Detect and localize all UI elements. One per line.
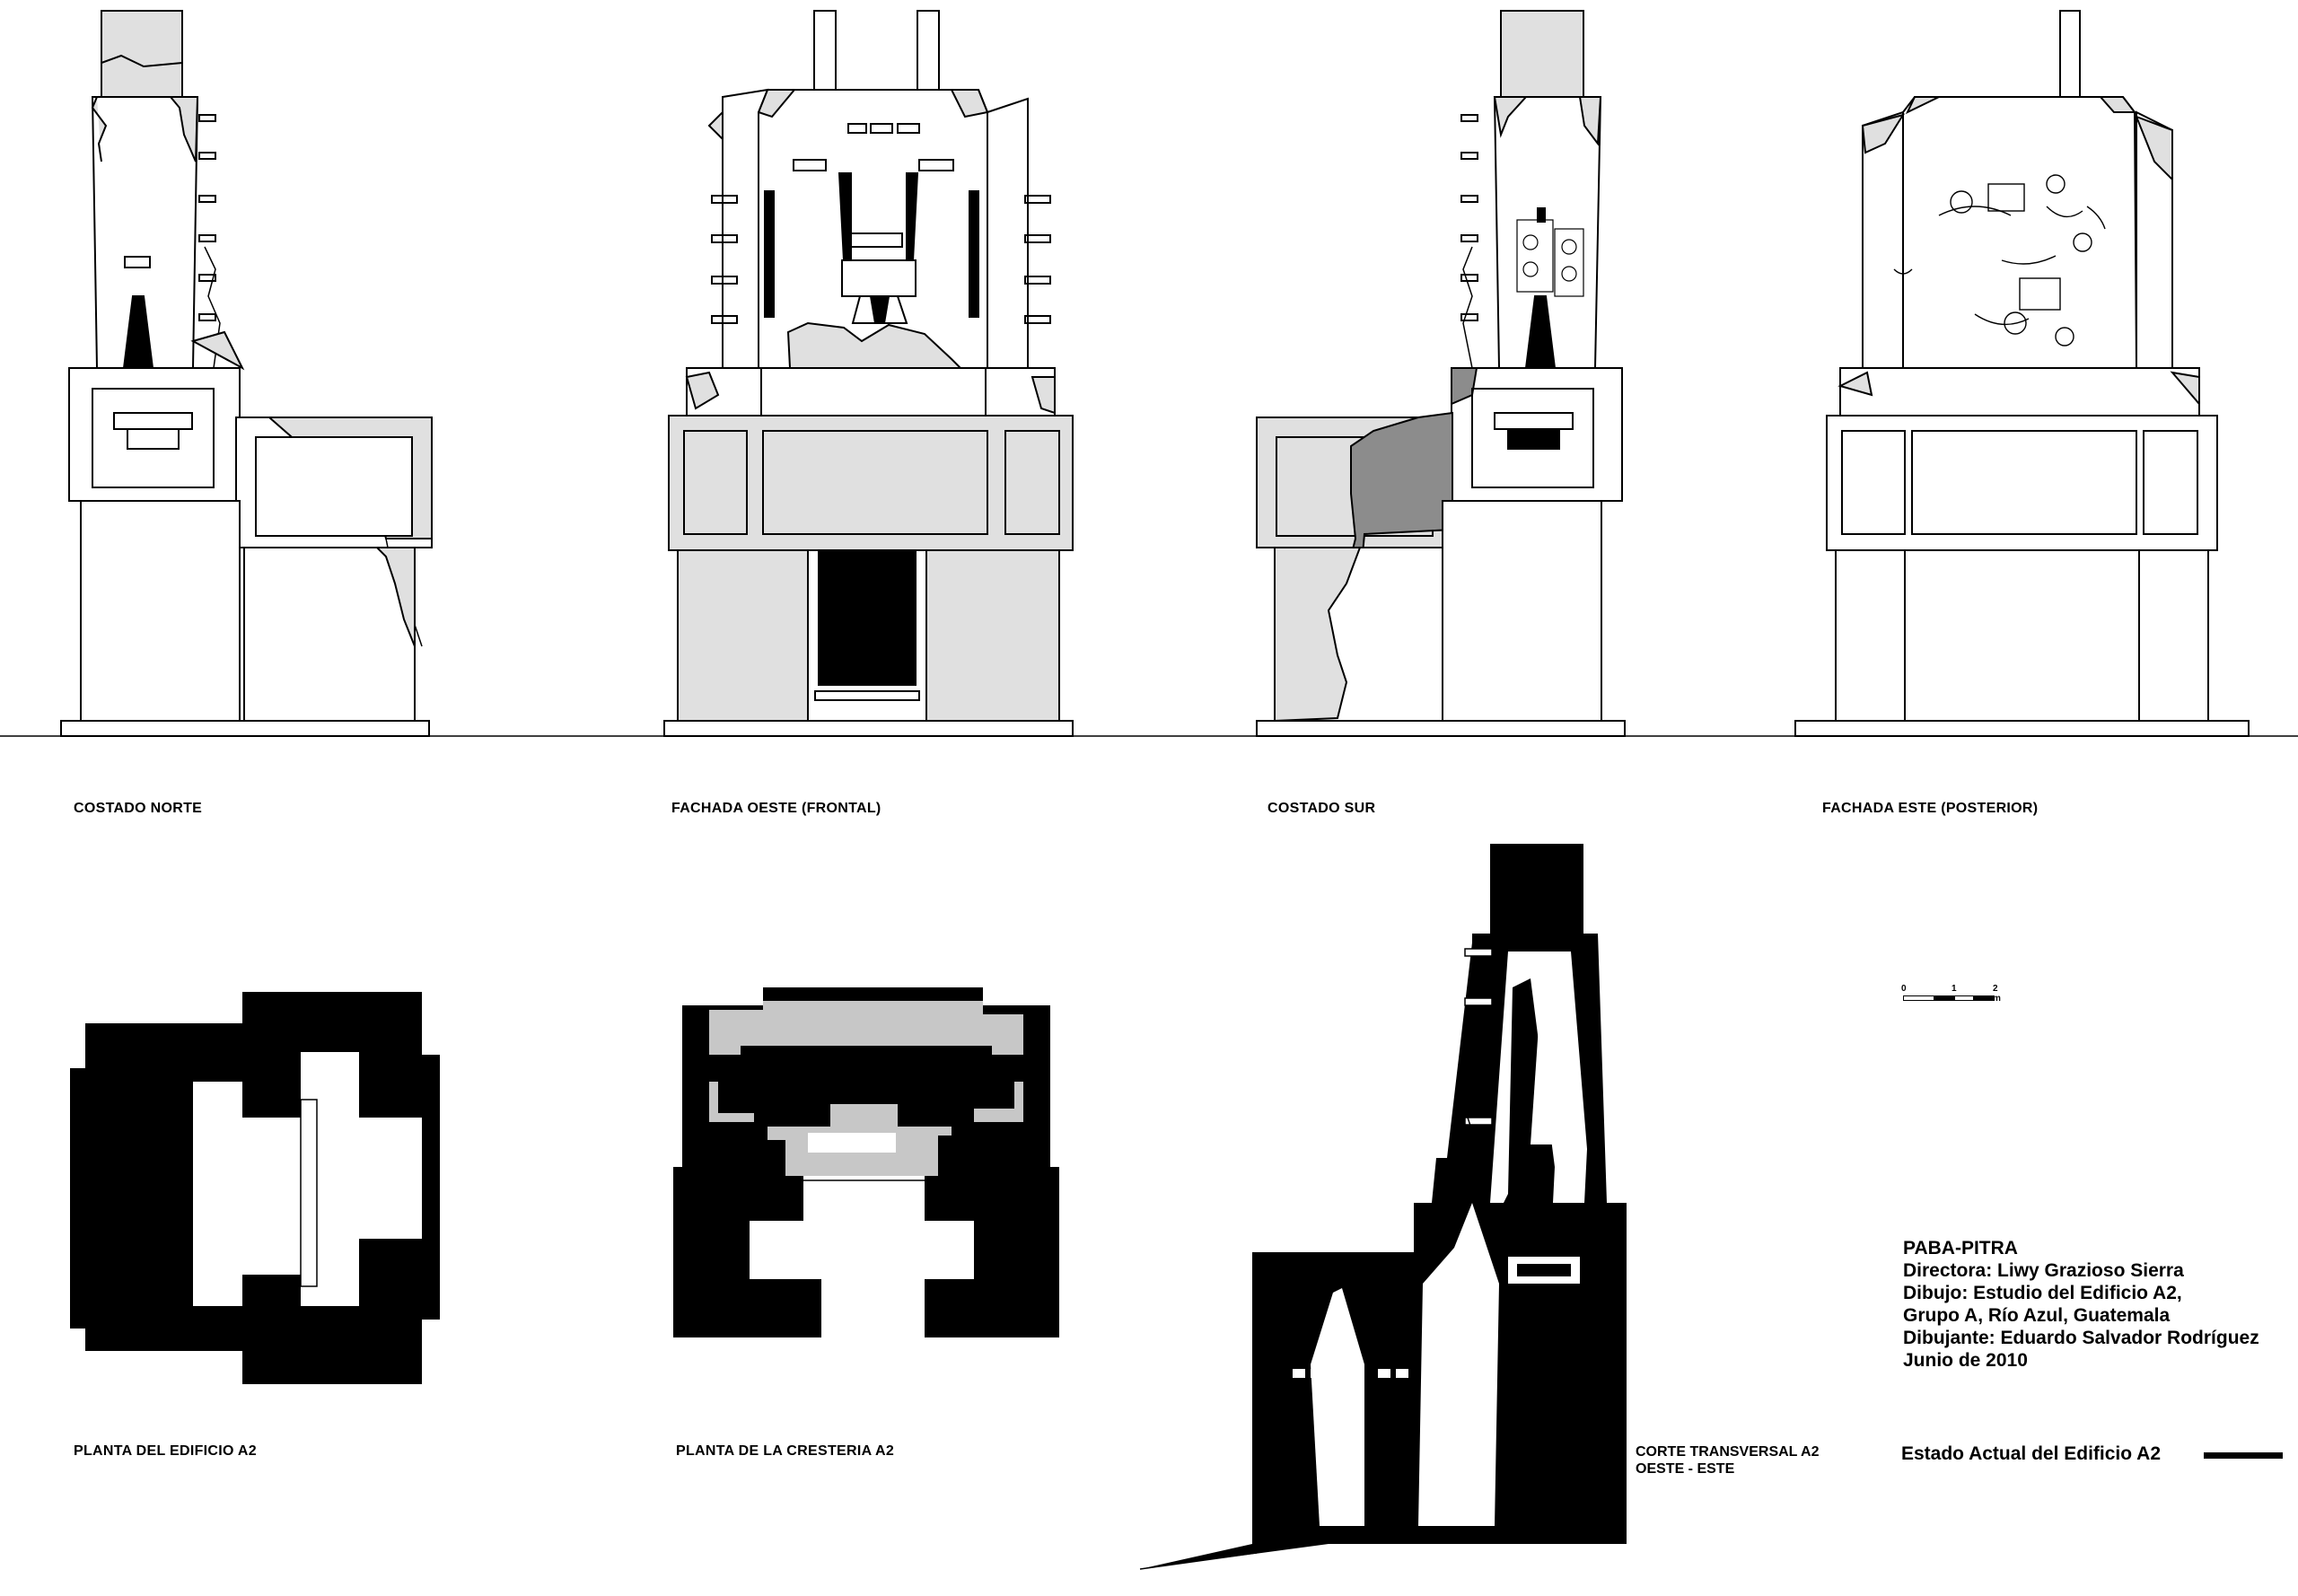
credits-location: Grupo A, Río Azul, Guatemala — [1903, 1305, 2171, 1326]
label-plan-building: PLANTA DEL EDIFICIO A2 — [74, 1443, 257, 1459]
scale-tick-1: 1 — [1952, 984, 1957, 994]
scale-tick-2: 2 m — [1993, 984, 2001, 1004]
plan-crest — [673, 987, 1059, 1337]
label-east-back: FACHADA ESTE (POSTERIOR) — [1822, 801, 2039, 816]
label-south-side: COSTADO SUR — [1267, 801, 1376, 816]
elevation-east-back — [1794, 10, 2250, 737]
label-cross-section-line1: CORTE TRANSVERSAL A2 — [1636, 1444, 1820, 1460]
label-cross-section-line2: OESTE - ESTE — [1636, 1461, 1735, 1477]
credits-draftsman: Dibujante: Eduardo Salvador Rodríguez — [1903, 1328, 2259, 1348]
label-north-side: COSTADO NORTE — [74, 801, 203, 816]
legend-swatch — [2204, 1452, 2283, 1459]
scale-tick-0: 0 — [1901, 984, 1907, 994]
cross-section — [1139, 844, 1627, 1570]
scale-bar-fill-2 — [1973, 995, 1995, 1001]
label-plan-crest: PLANTA DE LA CRESTERIA A2 — [676, 1443, 895, 1459]
label-west-front: FACHADA OESTE (FRONTAL) — [671, 801, 881, 816]
elevation-north-side — [60, 10, 433, 737]
credits-block: PABA-PITRA Directora: Liwy Grazioso Sier… — [1903, 1237, 2259, 1372]
credits-director: Directora: Liwy Grazioso Sierra — [1903, 1260, 2184, 1281]
elevation-south-side — [1256, 10, 1626, 737]
plan-building — [70, 992, 440, 1384]
scale-bar-fill-1 — [1934, 995, 1955, 1001]
legend-label: Estado Actual del Edificio A2 — [1901, 1443, 2161, 1464]
credits-drawing: Dibujo: Estudio del Edificio A2, — [1903, 1283, 2182, 1303]
credits-project: PABA-PITRA — [1903, 1238, 2018, 1258]
label-cross-section: CORTE TRANSVERSAL A2 OESTE - ESTE — [1636, 1443, 1819, 1478]
credits-date: Junio de 2010 — [1903, 1350, 2028, 1371]
elevation-west-front — [663, 10, 1074, 737]
scale-bar: 0 1 2 m — [1901, 984, 2001, 1005]
